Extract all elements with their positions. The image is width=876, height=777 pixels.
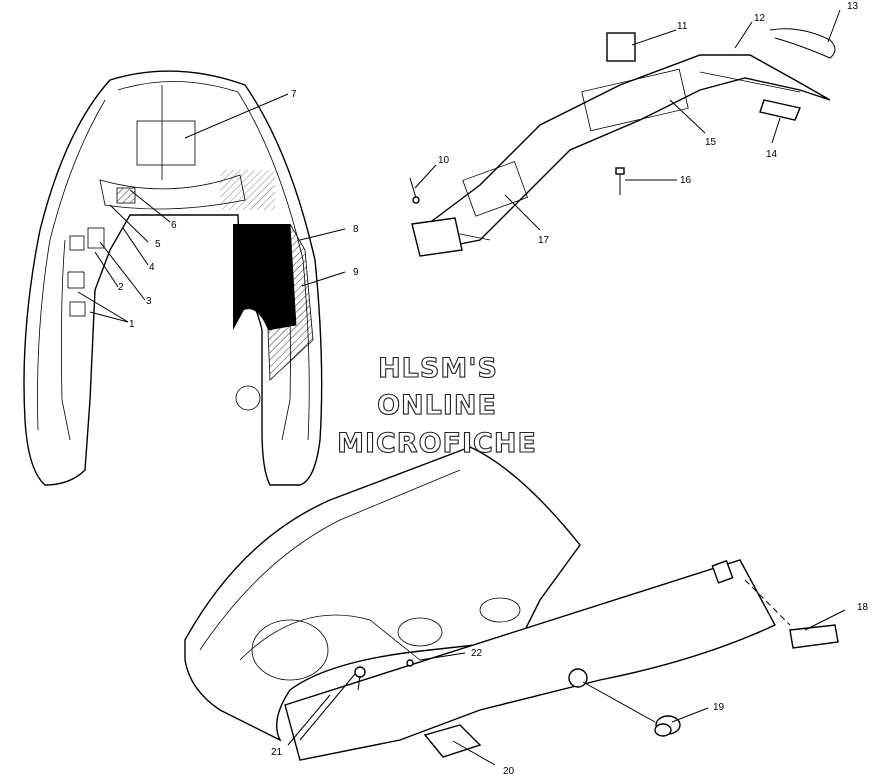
leader-lines <box>77 9 846 766</box>
callout-10: 10 <box>438 155 450 166</box>
callout-22: 22 <box>471 648 483 659</box>
callout-15: 15 <box>705 137 717 148</box>
callout-19: 19 <box>713 702 725 713</box>
callout-16: 16 <box>680 175 692 186</box>
callout-8: 8 <box>353 224 359 235</box>
watermark: HLSM'S ONLINE MICROFICHE <box>337 352 537 459</box>
callout-14: 14 <box>766 149 778 160</box>
callout-18: 18 <box>857 602 869 613</box>
callout-3: 3 <box>146 296 152 307</box>
watermark-line-1: HLSM'S <box>378 353 498 384</box>
callout-labels: 1 2 3 4 5 6 7 8 9 10 11 12 13 14 15 16 1… <box>118 1 869 777</box>
rail-assembly <box>409 28 836 257</box>
callout-2: 2 <box>118 282 124 293</box>
callout-6: 6 <box>171 220 177 231</box>
callout-4: 4 <box>149 262 155 273</box>
hood-perspective-view <box>184 446 839 761</box>
watermark-line-2: ONLINE <box>377 390 497 421</box>
callout-9: 9 <box>353 267 359 278</box>
hood-top-view <box>23 70 323 486</box>
watermark-line-3: MICROFICHE <box>337 428 537 459</box>
callout-7: 7 <box>291 89 297 100</box>
callout-20: 20 <box>503 766 515 777</box>
callout-1: 1 <box>129 319 135 330</box>
callout-17: 17 <box>538 235 550 246</box>
callout-21: 21 <box>271 747 283 758</box>
callout-12: 12 <box>754 13 766 24</box>
callout-11: 11 <box>677 21 688 32</box>
callout-5: 5 <box>155 239 161 250</box>
callout-13: 13 <box>847 1 859 12</box>
